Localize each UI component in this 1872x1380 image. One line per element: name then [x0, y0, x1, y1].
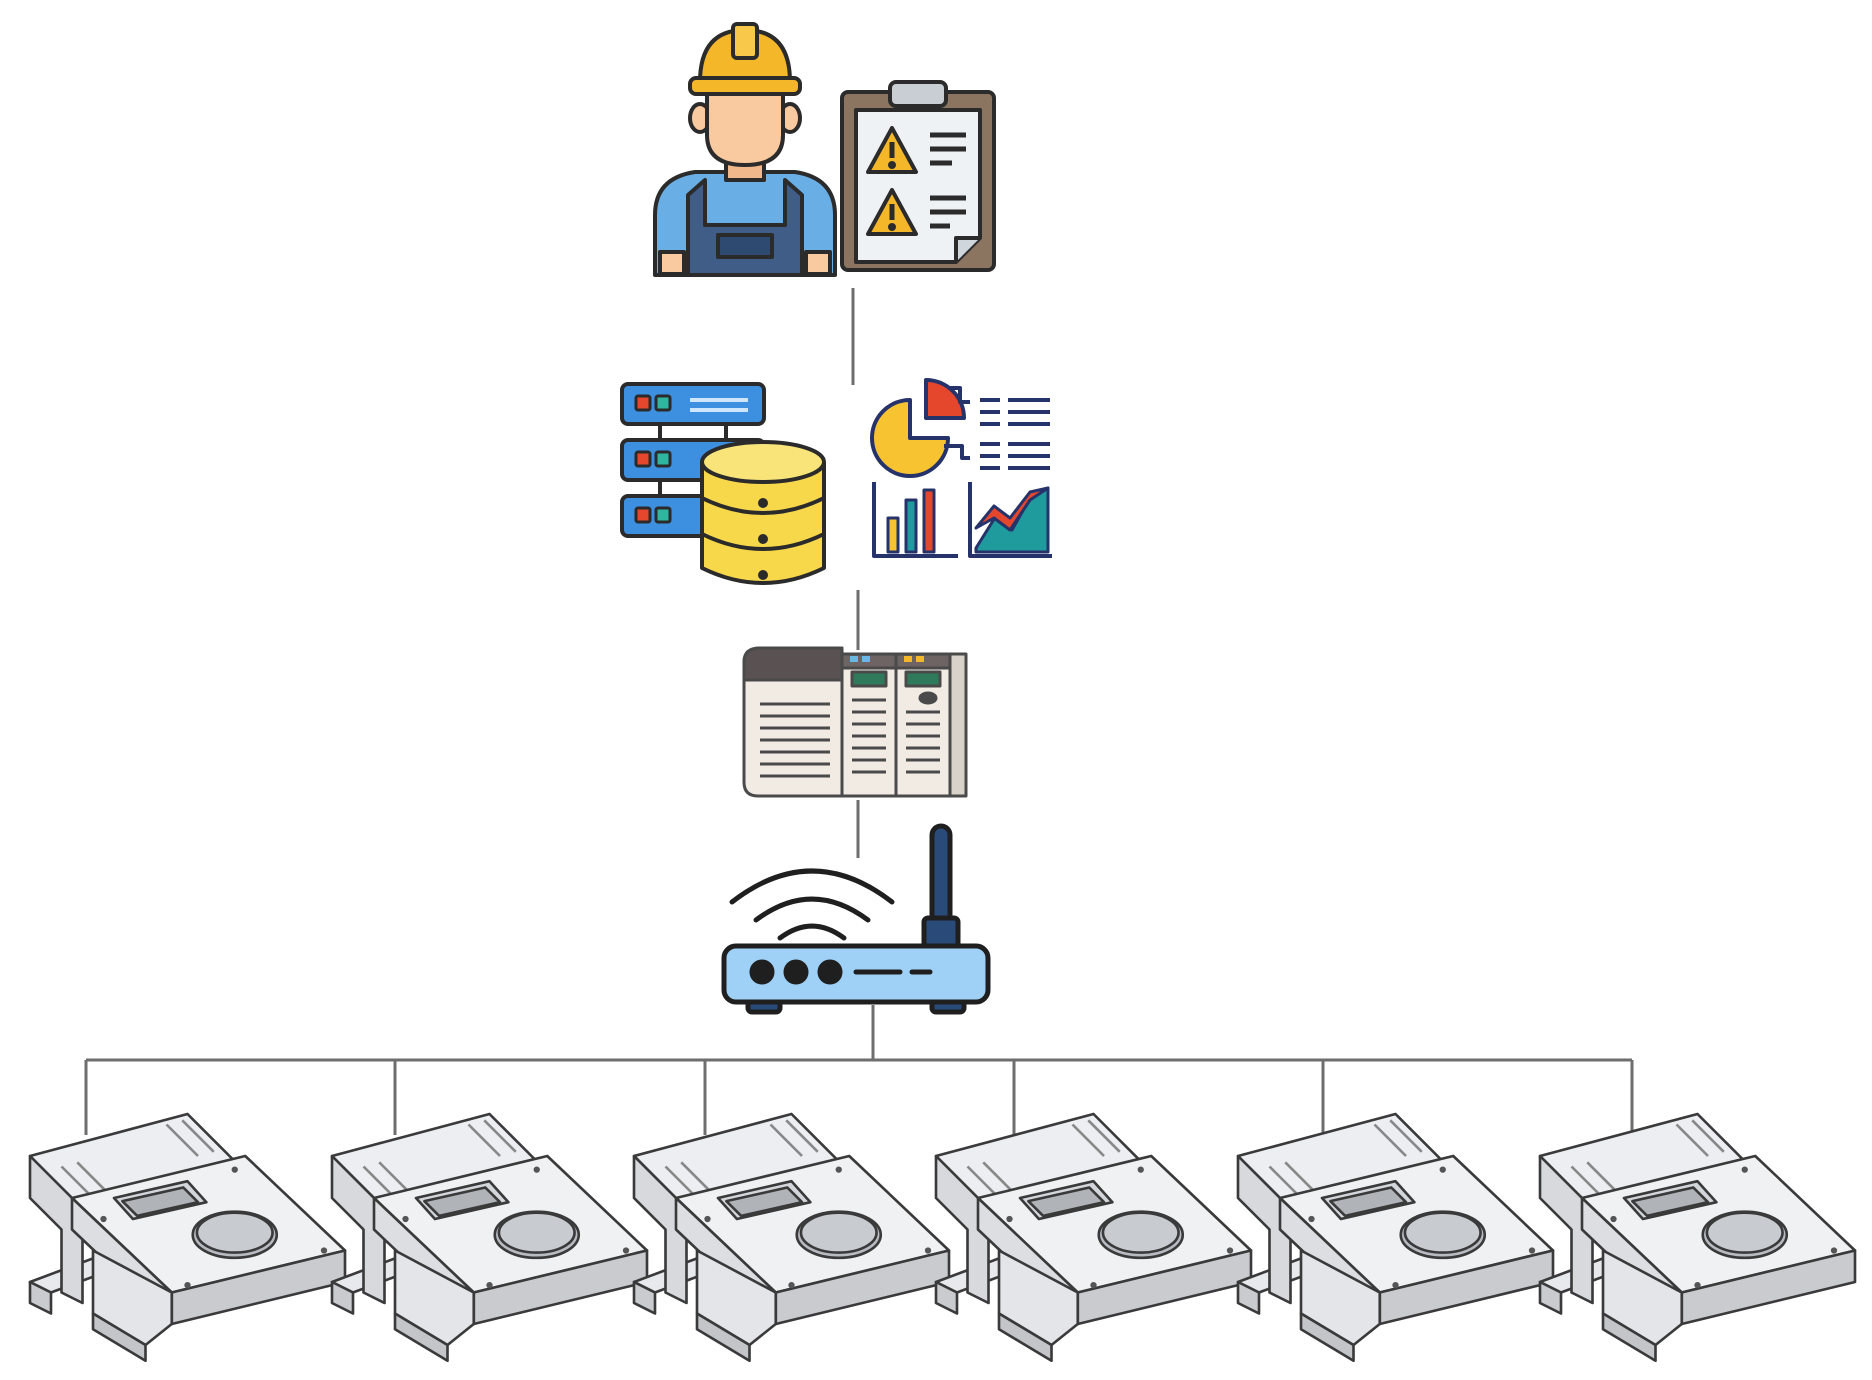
sensor-3: [632, 1112, 951, 1363]
plc-controller-icon: [742, 646, 968, 798]
sensor-5: [1236, 1112, 1555, 1363]
sensor-1: [28, 1112, 347, 1363]
server-database-icon: [620, 382, 826, 585]
connector-lines: [84, 288, 1634, 1135]
sensor-6: [1538, 1112, 1857, 1363]
sensor-4: [934, 1112, 1253, 1363]
sensor-2: [330, 1112, 649, 1363]
worker-icon: [653, 22, 837, 277]
sensor-array: [28, 1112, 1857, 1363]
clipboard-warning-icon: [840, 80, 996, 272]
analytics-dashboard-icon: [870, 378, 1052, 558]
wireless-router-icon: [721, 823, 991, 1015]
